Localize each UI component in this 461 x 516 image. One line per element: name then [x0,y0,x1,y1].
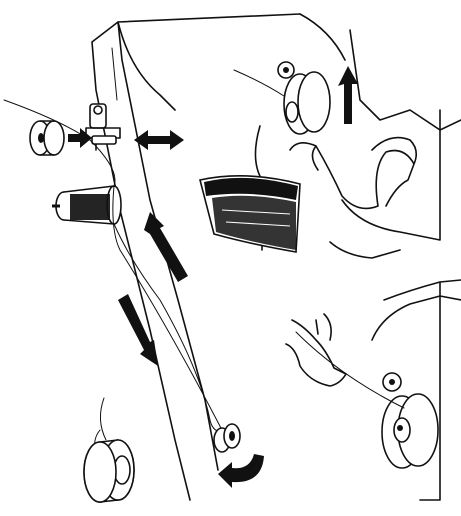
bobbin-threaded-icon [381,372,439,469]
machine-side-panel [3,13,301,501]
hand-icon [289,136,418,210]
body-shade-line [111,47,118,101]
curved-arrow-icon [218,454,264,488]
arrow-up-diagonal-icon [144,212,188,282]
thread-spool-shaded-icon [199,175,301,253]
bobbin-winder-spindle-icon [85,103,121,151]
machine-top-edge [117,21,176,111]
thread-spool-icon [52,185,122,225]
bobbin-on-spindle-icon [233,61,331,135]
hand-holding-thread-icon [285,313,347,387]
thread-through-bobbin-panel [285,279,461,501]
thread-line [3,99,223,433]
tension-disc-icon [213,423,241,453]
bobbin-spindle-push-panel [199,13,461,259]
double-arrow-horizontal-icon [134,130,184,150]
loose-bobbin-panel [83,397,135,503]
arrow-down-diagonal-icon [118,294,158,366]
arrow-up-icon [338,66,358,124]
bobbin-left-icon [29,120,65,156]
